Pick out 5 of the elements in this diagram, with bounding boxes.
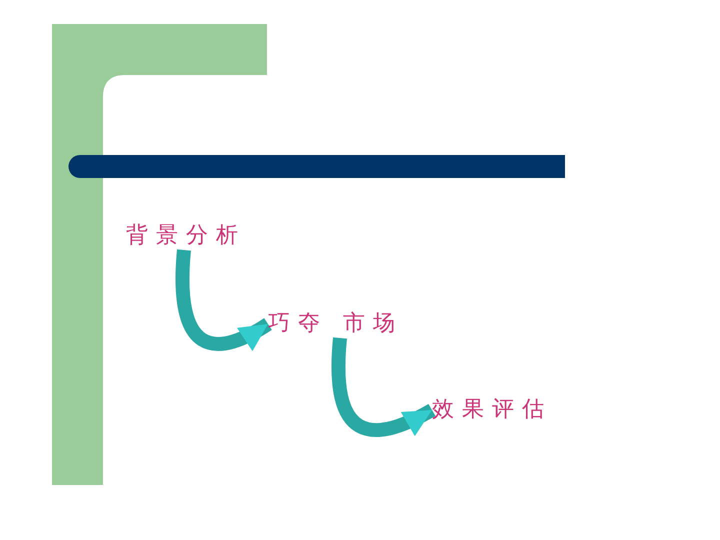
step-label: 背景分析 [126, 222, 246, 250]
curved-arrow [332, 338, 436, 437]
curved-arrow [176, 250, 272, 351]
step-label: 效果评估 [432, 396, 552, 424]
step-label: 巧夺 市场 [268, 310, 403, 338]
